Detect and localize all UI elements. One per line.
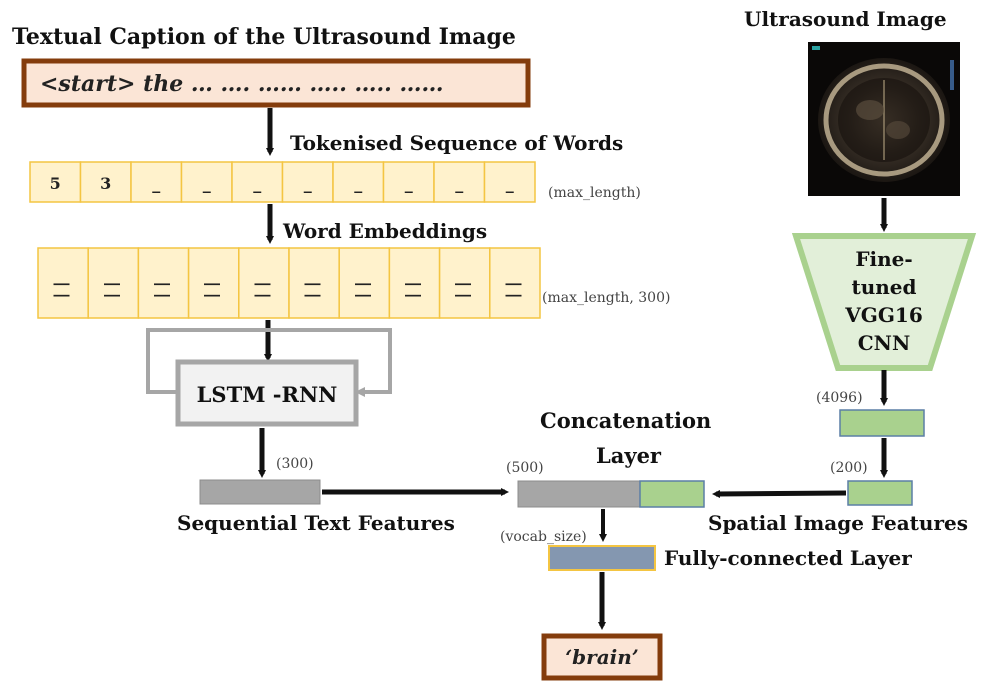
max-length-label: (max_length) [548,185,641,201]
caption-text: <start> the … …. …… ….. ….. …… [40,71,444,97]
token-value: _ [506,174,514,193]
embedding-cell [438,247,491,319]
dim-200-label: (200) [830,460,868,476]
caption-box [21,58,531,108]
lstm-rnn-box [175,359,359,427]
embedding-matrix: | | | | | | | | | | | | | | | | | | | | [37,247,541,319]
fully-connected-bar [548,545,656,571]
concat-text-part [517,480,641,508]
max-length-300-label: (max_length, 300) [542,290,670,306]
concat-image-part [639,480,705,508]
cnn-label-line4: CNN [858,331,910,355]
embedding-value: | | [154,281,173,298]
lstm-recurrent-loop [146,328,392,397]
embedding-value: | | [254,281,273,298]
caption-title: Textual Caption of the Ultrasound Image [12,24,516,50]
token-cell [433,161,486,203]
embedding-cell [37,247,89,319]
embedding-cell [137,247,190,319]
token-cell [29,161,82,203]
token-cell [79,161,132,203]
spatial-image-features-label: Spatial Image Features [708,511,968,535]
token-value: _ [405,174,413,193]
embedding-value: | | [54,281,73,298]
cnn-label-line2: tuned [851,275,916,299]
vocab-size-label: (vocab_size) [500,529,587,545]
embedding-value: | | [305,281,324,298]
concat-label-line1: Concatenation [540,408,711,433]
token-value: 5 [50,174,61,193]
concat-label-line2: Layer [596,443,662,468]
embedding-value: | | [505,281,524,298]
output-word-text: ‘brain’ [565,645,639,669]
token-value: _ [304,174,312,193]
word-embeddings-label: Word Embeddings [282,219,487,243]
embedding-value: | | [455,281,474,298]
feature-200-bar [847,480,913,506]
token-value: _ [152,174,160,193]
token-value: _ [354,174,362,193]
ultrasound-title: Ultrasound Image [744,7,947,31]
token-cell [382,161,435,203]
vgg16-cnn-block [791,233,977,371]
sequential-text-features-label: Sequential Text Features [177,511,455,535]
embedding-cell [489,247,541,319]
token-cell [483,161,536,203]
token-value: 3 [100,174,111,193]
token-value: _ [203,174,211,193]
embedding-value: | | [104,281,123,298]
tokenised-label: Tokenised Sequence of Words [290,131,623,155]
embedding-cell [187,247,240,319]
cnn-label-line3: VGG16 [844,303,923,327]
sequential-text-features-bar [199,479,321,505]
fully-connected-label: Fully-connected Layer [664,546,912,570]
cnn-label-line1: Fine- [855,247,912,271]
dim-300-label: (300) [276,456,314,472]
feature-4096-bar [839,409,925,437]
embedding-cell [238,247,290,319]
token-value: _ [253,174,261,193]
embedding-cell [288,247,340,319]
arrow-image-features-to-concat [712,489,847,498]
token-value: _ [455,174,463,193]
embedding-value: | | [204,281,223,298]
ultrasound-image [808,42,960,196]
dim-4096-label: (4096) [816,390,863,406]
dim-500-label: (500) [506,460,544,476]
embedding-value: | | [405,281,424,298]
lstm-label: LSTM -RNN [197,382,338,407]
output-word-box [541,633,663,681]
embedding-value: | | [355,281,374,298]
token-sequence: 5 3 _ _ _ _ _ _ _ _ [29,161,536,203]
